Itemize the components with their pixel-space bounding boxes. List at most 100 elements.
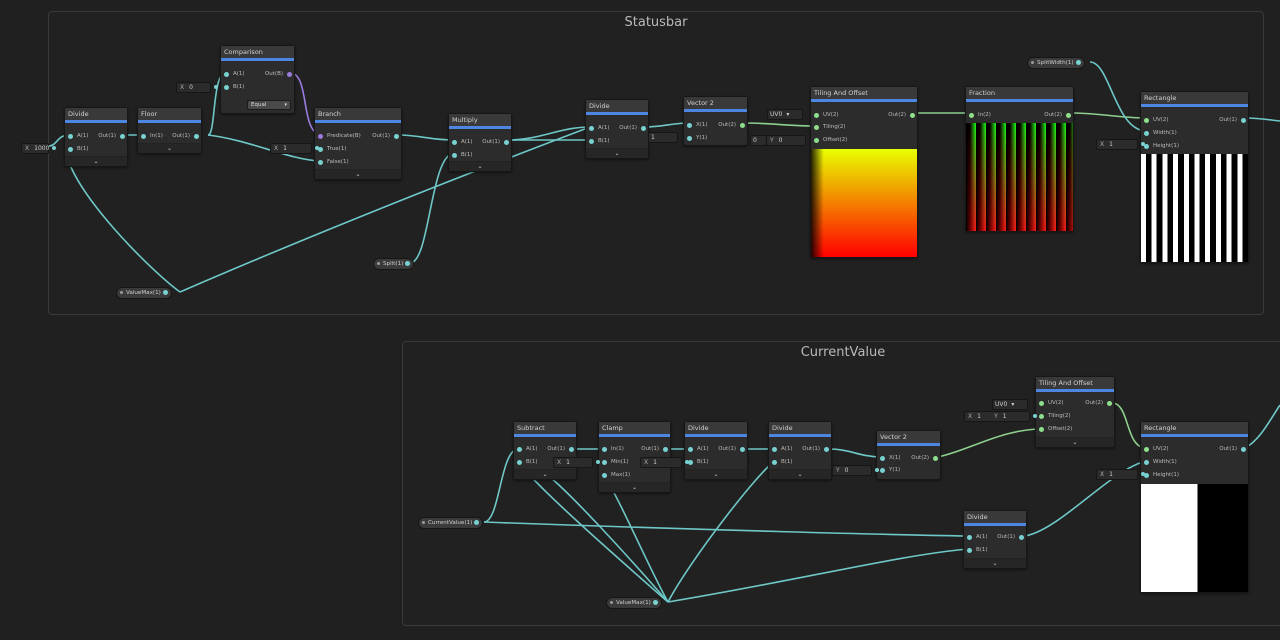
input-b[interactable]: B(1) bbox=[967, 547, 988, 554]
output[interactable]: Out(1) bbox=[482, 139, 509, 146]
input-tiling[interactable]: Tiling(2) bbox=[1039, 413, 1071, 420]
input-height[interactable]: Height(1) bbox=[1144, 143, 1179, 150]
output[interactable]: Out(B) bbox=[265, 71, 292, 78]
input-a[interactable]: A(1) bbox=[517, 446, 538, 453]
output[interactable]: Out(2) bbox=[1085, 400, 1112, 407]
input-predicate[interactable]: Predicate(B) bbox=[318, 133, 361, 140]
property-currentvalue[interactable]: CurrentValue(1) bbox=[418, 517, 484, 529]
input-y[interactable]: Y(1) bbox=[687, 135, 707, 142]
input-uv[interactable]: UV(2) bbox=[814, 112, 839, 119]
node-floor[interactable]: Floor In(1) Out(1) ⌄ bbox=[137, 107, 202, 154]
node-tiling-and-offset[interactable]: Tiling And Offset UV(2) Tiling(2) Offset… bbox=[810, 86, 918, 258]
node-divide[interactable]: Divide A(1) B(1) Out(1) ⌄ bbox=[684, 421, 748, 480]
node-divide[interactable]: Divide A(1) B(1) Out(1) ⌄ bbox=[963, 510, 1027, 569]
expand-toggle[interactable]: ⌄ bbox=[599, 482, 670, 492]
vector1-y-field[interactable]: 0 bbox=[750, 135, 767, 146]
node-vector-2[interactable]: Vector 2 X(1) Y(1) Out(2) bbox=[683, 96, 748, 146]
output[interactable]: Out(2) bbox=[888, 112, 915, 119]
input-y[interactable]: Y(1) bbox=[880, 467, 900, 474]
input-in[interactable]: In(2) bbox=[969, 112, 991, 119]
expand-toggle[interactable]: ⌄ bbox=[65, 156, 127, 166]
input-in[interactable]: In(1) bbox=[141, 133, 163, 140]
expand-toggle[interactable]: ⌄ bbox=[685, 469, 747, 479]
node-fraction[interactable]: Fraction In(2) Out(2) bbox=[965, 86, 1074, 232]
expand-toggle[interactable]: ⌄ bbox=[315, 169, 401, 179]
input-a[interactable]: A(1) bbox=[688, 446, 709, 453]
input-x[interactable]: X(1) bbox=[880, 455, 901, 462]
input-false[interactable]: False(1) bbox=[318, 159, 349, 166]
input-uv[interactable]: UV(2) bbox=[1039, 400, 1064, 407]
expand-toggle[interactable]: ⌄ bbox=[586, 148, 648, 158]
node-comparison[interactable]: Comparison A(1) B(1) Out(B) Equal▾ bbox=[220, 45, 295, 114]
output[interactable]: Out(1) bbox=[98, 133, 125, 140]
input-uv[interactable]: UV(2) bbox=[1144, 446, 1169, 453]
input-b[interactable]: B(1) bbox=[688, 459, 709, 466]
expand-toggle[interactable]: ⌄ bbox=[1036, 437, 1114, 447]
node-tiling-and-offset[interactable]: Tiling And Offset UV(2) Tiling(2) Offset… bbox=[1035, 376, 1115, 448]
input-offset[interactable]: Offset(2) bbox=[814, 137, 847, 144]
output[interactable]: Out(1) bbox=[372, 133, 399, 140]
expand-toggle[interactable]: ⌄ bbox=[514, 469, 576, 479]
node-rectangle[interactable]: Rectangle UV(2) Width(1) Height(1) Out(1… bbox=[1140, 91, 1249, 263]
input-b[interactable]: B(1) bbox=[452, 152, 473, 159]
property-valuemax[interactable]: ValueMax(1) bbox=[606, 597, 662, 609]
output[interactable]: Out(1) bbox=[547, 446, 574, 453]
output[interactable]: Out(1) bbox=[1219, 446, 1246, 453]
input-b[interactable]: B(1) bbox=[772, 459, 793, 466]
expand-toggle[interactable]: ⌄ bbox=[964, 558, 1026, 568]
input-uv[interactable]: UV(2) bbox=[1144, 117, 1169, 124]
input-height[interactable]: Height(1) bbox=[1144, 472, 1179, 479]
output[interactable]: Out(1) bbox=[802, 446, 829, 453]
property-valuemax[interactable]: ValueMax(1) bbox=[116, 287, 172, 299]
input-b[interactable]: B(1) bbox=[517, 459, 538, 466]
comparison-mode-dropdown[interactable]: Equal▾ bbox=[247, 100, 291, 110]
input-a[interactable]: A(1) bbox=[68, 133, 89, 140]
output[interactable]: Out(1) bbox=[172, 133, 199, 140]
input-a[interactable]: A(1) bbox=[967, 534, 988, 541]
input-a[interactable]: A(1) bbox=[589, 125, 610, 132]
output[interactable]: Out(1) bbox=[619, 125, 646, 132]
node-multiply[interactable]: Multiply A(1) B(1) Out(1) ⌄ bbox=[448, 113, 512, 172]
expand-toggle[interactable]: ⌄ bbox=[138, 143, 201, 153]
input-x[interactable]: X(1) bbox=[687, 122, 708, 129]
divide2-b-field[interactable]: 1 bbox=[648, 132, 678, 143]
input-a[interactable]: A(1) bbox=[772, 446, 793, 453]
node-divide[interactable]: Divide A(1) B(1) Out(1) ⌄ bbox=[768, 421, 832, 480]
property-splitwidth[interactable]: SplitWidth(1) bbox=[1027, 57, 1085, 69]
input-b[interactable]: B(1) bbox=[68, 146, 89, 153]
output[interactable]: Out(2) bbox=[718, 122, 745, 129]
output[interactable]: Out(2) bbox=[1044, 112, 1071, 119]
node-branch[interactable]: Branch Predicate(B) True(1) False(1) Out… bbox=[314, 107, 402, 180]
node-divide[interactable]: Divide A(1) B(1) Out(1) ⌄ bbox=[64, 107, 128, 167]
property-split[interactable]: Split(1) bbox=[373, 258, 415, 270]
input-b[interactable]: B(1) bbox=[589, 138, 610, 145]
node-vector-2[interactable]: Vector 2 X(1) Y(1) Out(2) bbox=[876, 430, 941, 480]
input-tiling[interactable]: Tiling(2) bbox=[814, 124, 846, 131]
input-in[interactable]: In(1) bbox=[602, 446, 624, 453]
input-max[interactable]: Max(1) bbox=[602, 472, 630, 479]
node-rectangle[interactable]: Rectangle UV(2) Width(1) Height(1) Out(1… bbox=[1140, 421, 1249, 593]
output[interactable]: Out(1) bbox=[641, 446, 668, 453]
input-offset[interactable]: Offset(2) bbox=[1039, 426, 1072, 433]
tiling2-uv-field[interactable]: UV0▾ bbox=[992, 399, 1028, 410]
input-b[interactable]: B(1) bbox=[224, 84, 245, 91]
input-min[interactable]: Min(1) bbox=[602, 459, 629, 466]
input-true[interactable]: True(1) bbox=[318, 146, 346, 153]
expand-toggle[interactable]: ⌄ bbox=[769, 469, 831, 479]
output[interactable]: Out(1) bbox=[1219, 117, 1246, 124]
tiling1-uv-field[interactable]: UV0▾ bbox=[767, 109, 803, 120]
output[interactable]: Out(1) bbox=[718, 446, 745, 453]
node-divide[interactable]: Divide A(1) B(1) Out(1) ⌄ bbox=[585, 99, 649, 159]
input-a[interactable]: A(1) bbox=[224, 71, 245, 78]
expand-toggle[interactable]: ⌄ bbox=[449, 161, 511, 171]
input-width[interactable]: Width(1) bbox=[1144, 459, 1177, 466]
